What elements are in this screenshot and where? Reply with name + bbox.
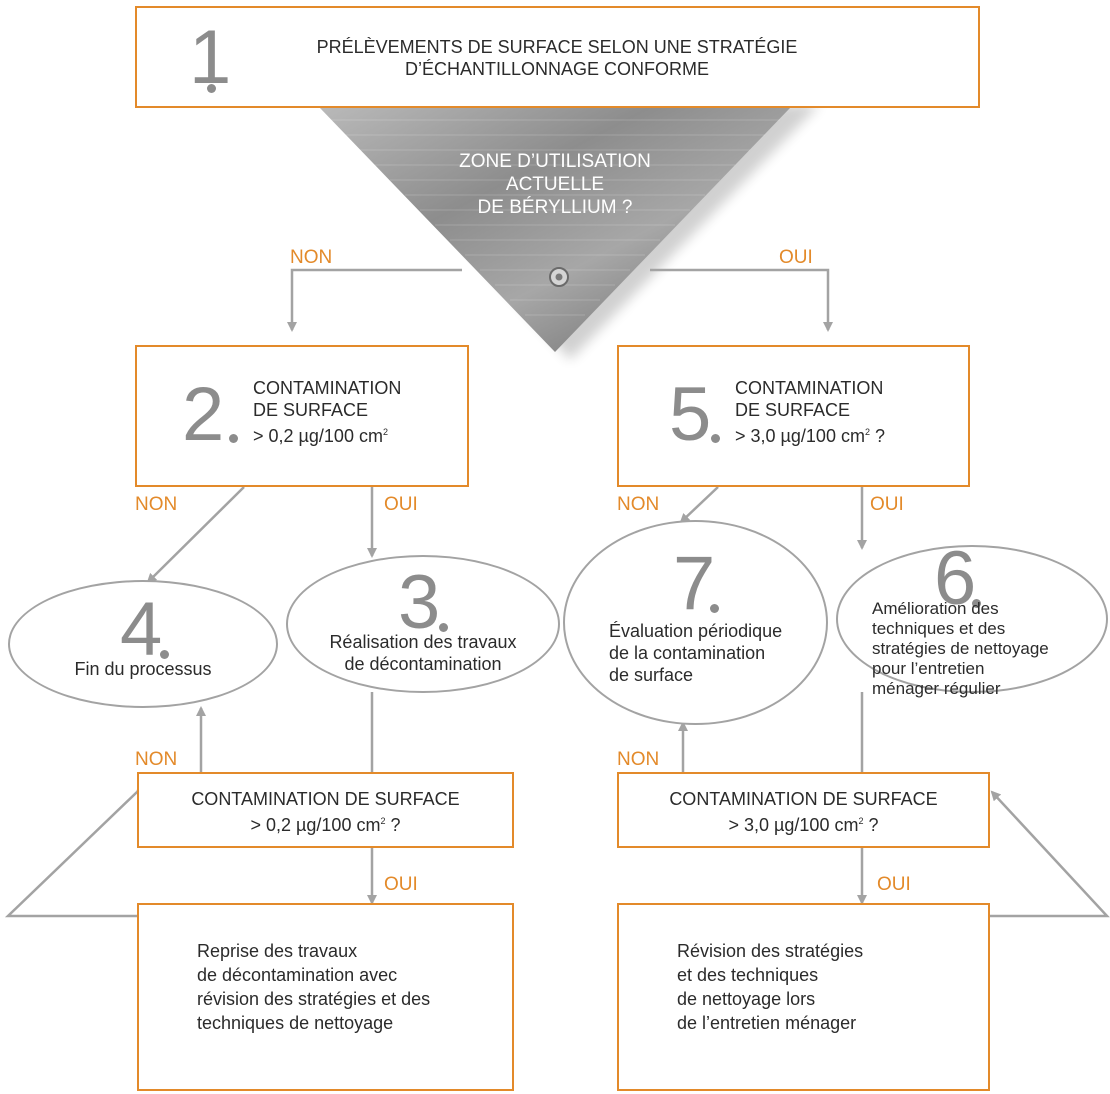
label-non-top: NON <box>290 247 333 268</box>
step-5-line-1: CONTAMINATION <box>735 378 884 398</box>
connector-2-non-to-4 <box>146 486 245 584</box>
label-oui-step-5: OUI <box>870 494 904 515</box>
step-6-line-5: ménager régulier <box>872 679 1001 698</box>
step-7-line-2: de la contamination <box>609 643 766 663</box>
step-5-number: 5 <box>669 372 712 457</box>
action-right-line-1: Révision des stratégies <box>677 941 864 961</box>
question-line-2: ACTUELLE <box>505 174 605 195</box>
question-text: ZONE D’UTILISATION ACTUELLE DE BÉRYLLIUM… <box>435 150 675 219</box>
step-1-box: 1 PRÉLÈVEMENTS DE SURFACE SELON UNE STRA… <box>135 6 980 108</box>
question-line-3: DE BÉRYLLIUM ? <box>477 197 633 218</box>
check-right-line-1: CONTAMINATION DE SURFACE <box>669 789 938 809</box>
step-6-line-1: Amélioration des <box>872 599 999 618</box>
action-left-line-3: révision des stratégies et des <box>197 989 431 1009</box>
step-6-line-3: stratégies de nettoyage <box>872 639 1049 658</box>
step-4-dot <box>160 650 169 659</box>
step-3-dot <box>439 623 448 632</box>
label-oui-check-right: OUI <box>877 874 911 895</box>
label-oui-check-left: OUI <box>384 874 418 895</box>
step-1-line-2: D’ÉCHANTILLONNAGE CONFORME <box>404 59 710 79</box>
step-7-dot <box>710 604 719 613</box>
action-right-line-2: et des techniques <box>677 965 819 985</box>
step-2-threshold: > 0,2 µg/100 cm2 <box>253 426 388 446</box>
action-left-line-4: techniques de nettoyage <box>197 1013 394 1033</box>
check-left-line-1: CONTAMINATION DE SURFACE <box>191 789 460 809</box>
step-4-number: 4 <box>120 587 163 672</box>
label-non-check-right: NON <box>617 749 660 770</box>
step-3-line-2: de décontamination <box>344 654 502 674</box>
step-3-ellipse: 3 Réalisation des travaux de décontamina… <box>286 555 560 693</box>
label-non-step-2: NON <box>135 494 178 515</box>
action-left-line-1: Reprise des travaux <box>197 941 358 961</box>
question-line-1: ZONE D’UTILISATION <box>459 151 651 172</box>
step-5-dot <box>711 434 720 443</box>
step-6-number: 6 <box>934 536 977 621</box>
step-6-line-4: pour l’entretien <box>872 659 985 678</box>
step-1-dot <box>207 84 216 93</box>
step-6-line-2: techniques et des <box>872 619 1006 638</box>
step-6-dot <box>972 599 981 608</box>
step-6-ellipse: 6 Amélioration des techniques et des str… <box>836 541 1108 698</box>
step-2-dot <box>229 434 238 443</box>
connector-loop-right <box>990 790 1110 918</box>
check-right-threshold: > 3,0 µg/100 cm2 ? <box>728 815 879 835</box>
step-1-line-1: PRÉLÈVEMENTS DE SURFACE SELON UNE STRATÉ… <box>316 37 798 57</box>
step-3-number: 3 <box>398 560 441 645</box>
step-4-ellipse: 4 Fin du processus <box>8 580 278 708</box>
step-4-text: Fin du processus <box>74 659 212 679</box>
step-7-ellipse: 7 Évaluation périodique de la contaminat… <box>563 520 828 725</box>
connector-5-non-to-7 <box>679 486 719 524</box>
connector-loop-left <box>4 782 147 918</box>
step-5-line-2: DE SURFACE <box>735 400 851 420</box>
check-right-box: CONTAMINATION DE SURFACE > 3,0 µg/100 cm… <box>617 772 990 848</box>
step-7-line-1: Évaluation périodique <box>609 621 783 641</box>
check-left-box: CONTAMINATION DE SURFACE > 0,2 µg/100 cm… <box>137 772 514 848</box>
step-5-box: 5 CONTAMINATION DE SURFACE > 3,0 µg/100 … <box>617 345 970 487</box>
label-oui-step-2: OUI <box>384 494 418 515</box>
check-left-threshold: > 0,2 µg/100 cm2 ? <box>250 815 401 835</box>
label-oui-top: OUI <box>779 247 813 268</box>
label-non-check-left: NON <box>135 749 178 770</box>
step-7-number: 7 <box>673 541 716 626</box>
action-left-box: Reprise des travaux de décontamination a… <box>137 903 514 1091</box>
action-left-line-2: de décontamination avec <box>197 965 398 985</box>
action-right-line-3: de nettoyage lors <box>677 989 816 1009</box>
step-2-line-1: CONTAMINATION <box>253 378 402 398</box>
step-7-line-3: de surface <box>609 665 694 685</box>
step-1-number: 1 <box>189 15 232 100</box>
connector-oui-to-5 <box>650 268 833 332</box>
step-2-number: 2 <box>182 372 225 457</box>
step-2-box: 2 CONTAMINATION DE SURFACE > 0,2 µg/100 … <box>135 345 469 487</box>
label-non-step-5: NON <box>617 494 660 515</box>
action-right-line-4: de l’entretien ménager <box>677 1013 857 1033</box>
action-right-box: Révision des stratégies et des technique… <box>617 903 990 1091</box>
connector-non-to-2 <box>287 268 462 332</box>
step-3-line-1: Réalisation des travaux <box>329 632 517 652</box>
step-5-threshold: > 3,0 µg/100 cm2 ? <box>735 426 885 446</box>
step-2-line-2: DE SURFACE <box>253 400 369 420</box>
